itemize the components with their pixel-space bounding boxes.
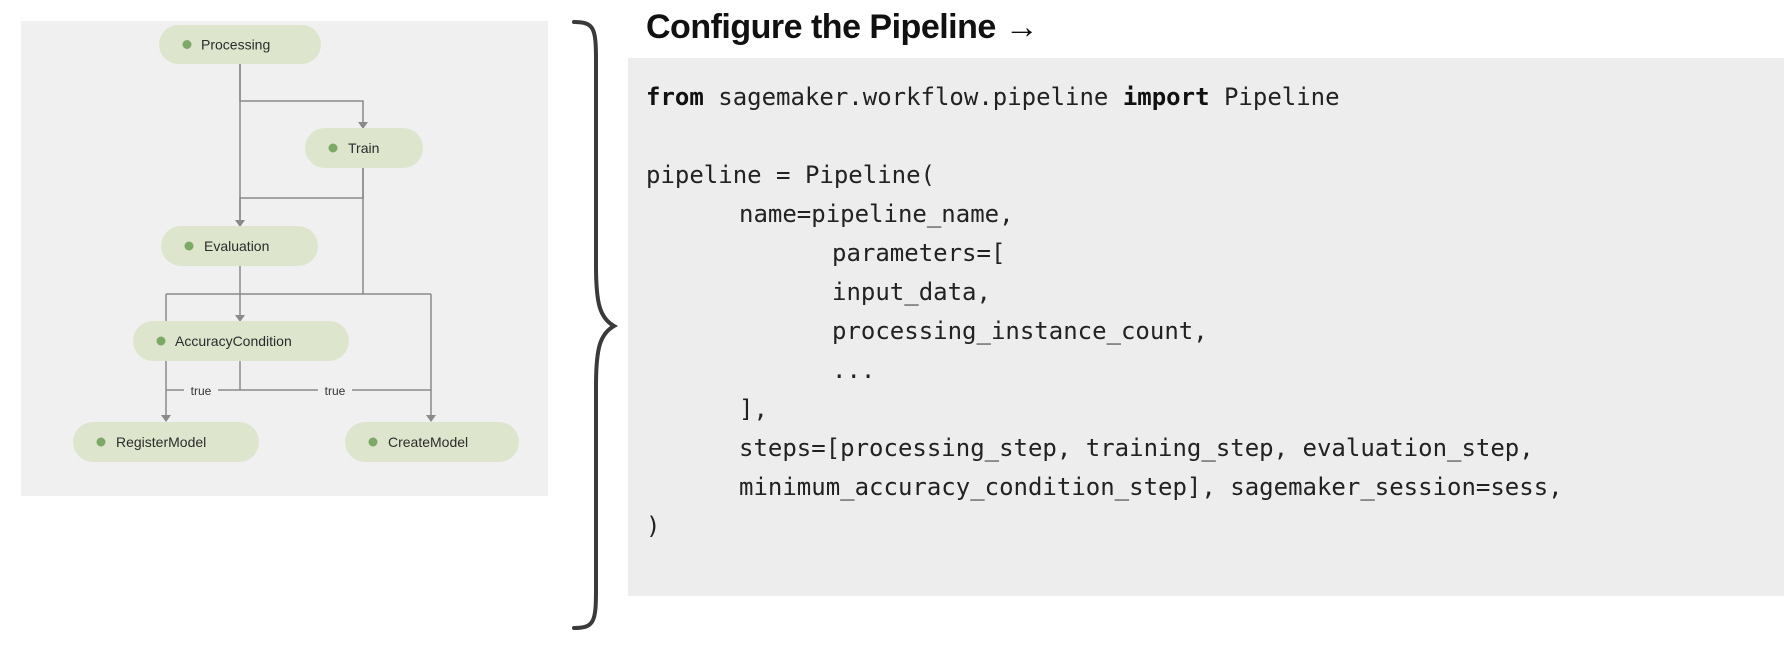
node-accuracy-condition[interactable]: AccuracyCondition [133, 321, 349, 361]
code-line-11: minimum_accuracy_condition_step], sagema… [739, 473, 1563, 501]
code-line-blank [646, 117, 1563, 156]
code-line-10: steps=[processing_step, training_step, e… [739, 434, 1534, 462]
edge-processing-train [239, 64, 364, 128]
node-label-accuracy-condition: AccuracyCondition [175, 333, 292, 349]
arrowhead-register [161, 415, 171, 422]
node-label-train: Train [348, 140, 379, 156]
node-label-processing: Processing [201, 37, 270, 53]
code-line-1: from sagemaker.workflow.pipeline import … [646, 78, 1563, 117]
dag-arrowheads [161, 122, 436, 422]
node-create-model[interactable]: CreateModel [345, 422, 519, 462]
keyword-import: import [1122, 83, 1210, 111]
status-dot-icon [328, 143, 338, 153]
code-listing: from sagemaker.workflow.pipeline import … [646, 78, 1563, 546]
edge-train-evaluation [239, 168, 364, 226]
edge-label-true-create: true [325, 384, 346, 398]
code-line-5: parameters=[ [832, 239, 1006, 267]
status-dot-icon [182, 40, 192, 49]
arrowhead-condition [235, 315, 245, 322]
node-label-create-model: CreateModel [388, 434, 468, 450]
slide-title: Configure the Pipeline → [646, 8, 1039, 46]
code-line-6: input_data, [832, 278, 991, 306]
arrowhead-train [358, 122, 368, 129]
node-processing[interactable]: Processing [159, 25, 321, 64]
node-label-evaluation: Evaluation [204, 238, 269, 254]
code-module-path: sagemaker.workflow.pipeline [703, 83, 1123, 111]
pipeline-dag: true true Processing Train Evaluation Ac… [73, 25, 519, 462]
edge-label-true-register-group: true [184, 382, 218, 398]
code-line-9: ], [739, 395, 768, 423]
code-line-4: name=pipeline_name, [739, 200, 1014, 228]
edge-label-true-create-group: true [318, 382, 352, 398]
code-line-3: pipeline = Pipeline( [646, 161, 935, 189]
node-evaluation[interactable]: Evaluation [161, 226, 318, 266]
pipeline-dag-panel: true true Processing Train Evaluation Ac… [21, 21, 548, 496]
arrowhead-evaluation [235, 220, 245, 227]
status-dot-icon [96, 437, 106, 447]
code-line-7: processing_instance_count, [832, 317, 1208, 345]
status-dot-icon [156, 336, 166, 346]
node-label-register-model: RegisterModel [116, 434, 206, 450]
code-block: from sagemaker.workflow.pipeline import … [628, 58, 1784, 596]
curly-brace-icon [572, 20, 619, 630]
node-train[interactable]: Train [305, 128, 423, 168]
code-import-name: Pipeline [1209, 83, 1340, 111]
edge-label-true-register: true [191, 384, 212, 398]
code-line-12: ) [646, 512, 661, 540]
code-line-8: ... [832, 356, 876, 384]
arrowhead-create [426, 415, 436, 422]
status-dot-icon [184, 241, 194, 251]
keyword-from: from [646, 83, 704, 111]
status-dot-icon [368, 437, 378, 447]
node-register-model[interactable]: RegisterModel [73, 422, 259, 462]
